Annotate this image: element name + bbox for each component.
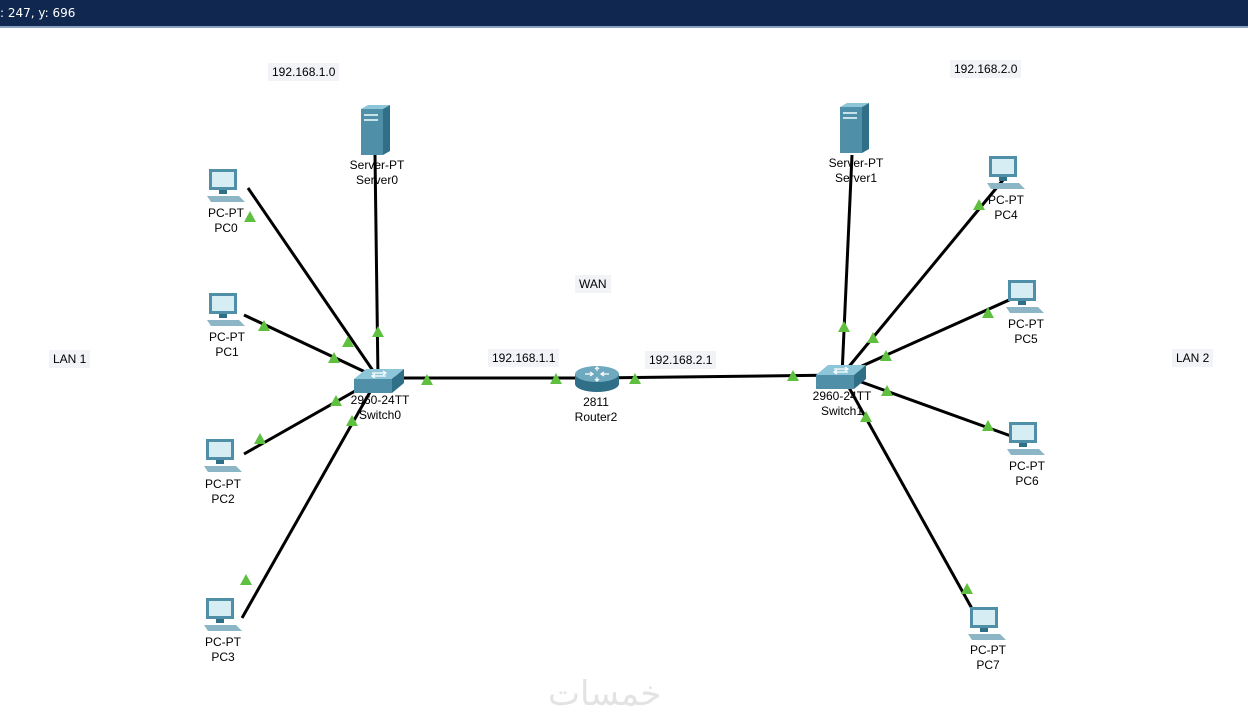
- pc1-label: PC-PT PC1: [209, 330, 245, 360]
- pc3-label: PC-PT PC3: [205, 635, 241, 665]
- pc6-name: PC6: [1015, 474, 1039, 488]
- watermark: خمسات: [548, 674, 662, 714]
- switch-icon[interactable]: [352, 367, 406, 395]
- server0-name: Server0: [355, 173, 399, 187]
- pc2-label: PC-PT PC2: [205, 477, 241, 507]
- link-server1-switch1[interactable]: [840, 154, 854, 376]
- switch-icon[interactable]: [814, 363, 868, 391]
- note-lan1-network[interactable]: 192.168.1.0: [268, 63, 340, 81]
- link-status-indicator: [330, 395, 342, 406]
- link-status-indicator: [838, 321, 850, 332]
- pc-icon[interactable]: [202, 438, 244, 474]
- pc5-model: PC-PT: [1008, 317, 1044, 331]
- link-status-indicator: [550, 373, 562, 384]
- links-layer: [240, 154, 1023, 624]
- link-status-indicator: [244, 211, 256, 222]
- topology-canvas[interactable]: 192.168.1.0 192.168.2.0 WAN LAN 1 LAN 2 …: [0, 30, 1248, 714]
- link-status-indicator: [629, 373, 641, 384]
- pc-icon[interactable]: [966, 606, 1008, 642]
- server0-model: Server-PT: [349, 158, 405, 172]
- link-server0-switch0[interactable]: [373, 154, 380, 379]
- pc-icon[interactable]: [1005, 421, 1047, 457]
- switch0-model: 2960-24TT: [350, 393, 410, 407]
- router2-label: 2811 Router2: [575, 395, 618, 425]
- pc4-model: PC-PT: [988, 193, 1024, 207]
- pc1-name: PC1: [215, 345, 239, 359]
- pc0-label: PC-PT PC0: [208, 206, 244, 236]
- note-gateway-lan2[interactable]: 192.168.2.1: [645, 351, 717, 369]
- pc0-model: PC-PT: [208, 206, 244, 220]
- note-gateway-lan1[interactable]: 192.168.1.1: [488, 349, 560, 367]
- pc-icon[interactable]: [205, 292, 247, 328]
- link-status-indicator: [787, 370, 799, 381]
- pc3-model: PC-PT: [205, 635, 241, 649]
- pc-icon[interactable]: [202, 597, 244, 633]
- router-icon[interactable]: [573, 364, 621, 394]
- link-pc0-switch0[interactable]: [246, 187, 380, 379]
- link-status-indicator: [961, 583, 973, 594]
- pc7-label: PC-PT PC7: [970, 643, 1006, 673]
- note-lan2[interactable]: LAN 2: [1172, 349, 1214, 367]
- link-status-indicator: [880, 350, 892, 361]
- link-status-indicator: [328, 352, 340, 363]
- link-status-indicator: [860, 411, 872, 422]
- server-icon[interactable]: [358, 105, 392, 157]
- link-status-indicator: [982, 420, 994, 431]
- pc0-name: PC0: [214, 221, 238, 235]
- title-bar: : 247, y: 696: [0, 0, 1248, 28]
- pc7-name: PC7: [976, 658, 1000, 672]
- pc6-label: PC-PT PC6: [1009, 459, 1045, 489]
- pc6-model: PC-PT: [1009, 459, 1045, 473]
- pc2-name: PC2: [211, 492, 235, 506]
- server-icon[interactable]: [837, 103, 871, 155]
- link-status-indicator: [982, 307, 994, 318]
- pc5-label: PC-PT PC5: [1008, 317, 1044, 347]
- pc7-model: PC-PT: [970, 643, 1006, 657]
- pc-icon[interactable]: [985, 155, 1027, 191]
- link-pc3-switch0[interactable]: [240, 377, 380, 619]
- link-status-indicator: [881, 385, 893, 396]
- server1-label: Server-PT Server1: [829, 156, 884, 186]
- link-status-indicator: [346, 415, 358, 426]
- switch1-label: 2960-24TT Switch1: [813, 389, 872, 419]
- server0-label: Server-PT Server0: [350, 158, 405, 188]
- link-status-indicator: [867, 332, 879, 343]
- link-status-indicator: [342, 336, 354, 347]
- pc-icon[interactable]: [1004, 279, 1046, 315]
- switch0-label: 2960-24TT Switch0: [351, 393, 410, 423]
- pc2-model: PC-PT: [205, 477, 241, 491]
- note-wan[interactable]: WAN: [575, 275, 611, 293]
- switch1-model: 2960-24TT: [812, 389, 872, 403]
- link-status-indicator: [254, 433, 266, 444]
- link-status-indicator: [973, 199, 985, 210]
- server1-model: Server-PT: [828, 156, 884, 170]
- link-status-indicator: [258, 320, 270, 331]
- pc-icon[interactable]: [205, 168, 247, 204]
- cursor-coordinates: : 247, y: 696: [0, 6, 76, 20]
- link-router2-switch1[interactable]: [596, 373, 843, 380]
- switch0-name: Switch0: [358, 408, 402, 422]
- router2-name: Router2: [574, 410, 618, 424]
- link-status-indicator: [421, 374, 433, 385]
- note-lan1[interactable]: LAN 1: [49, 350, 91, 368]
- pc4-label: PC-PT PC4: [988, 193, 1024, 223]
- pc1-model: PC-PT: [209, 330, 245, 344]
- link-pc5-switch1[interactable]: [841, 294, 1019, 377]
- pc3-name: PC3: [211, 650, 235, 664]
- link-status-indicator: [372, 326, 384, 337]
- link-status-indicator: [240, 574, 252, 585]
- note-lan2-network[interactable]: 192.168.2.0: [950, 60, 1022, 78]
- router2-model: 2811: [583, 395, 609, 409]
- switch1-name: Switch1: [820, 404, 864, 418]
- pc5-name: PC5: [1014, 332, 1038, 346]
- server1-name: Server1: [834, 171, 878, 185]
- pc4-name: PC4: [994, 208, 1018, 222]
